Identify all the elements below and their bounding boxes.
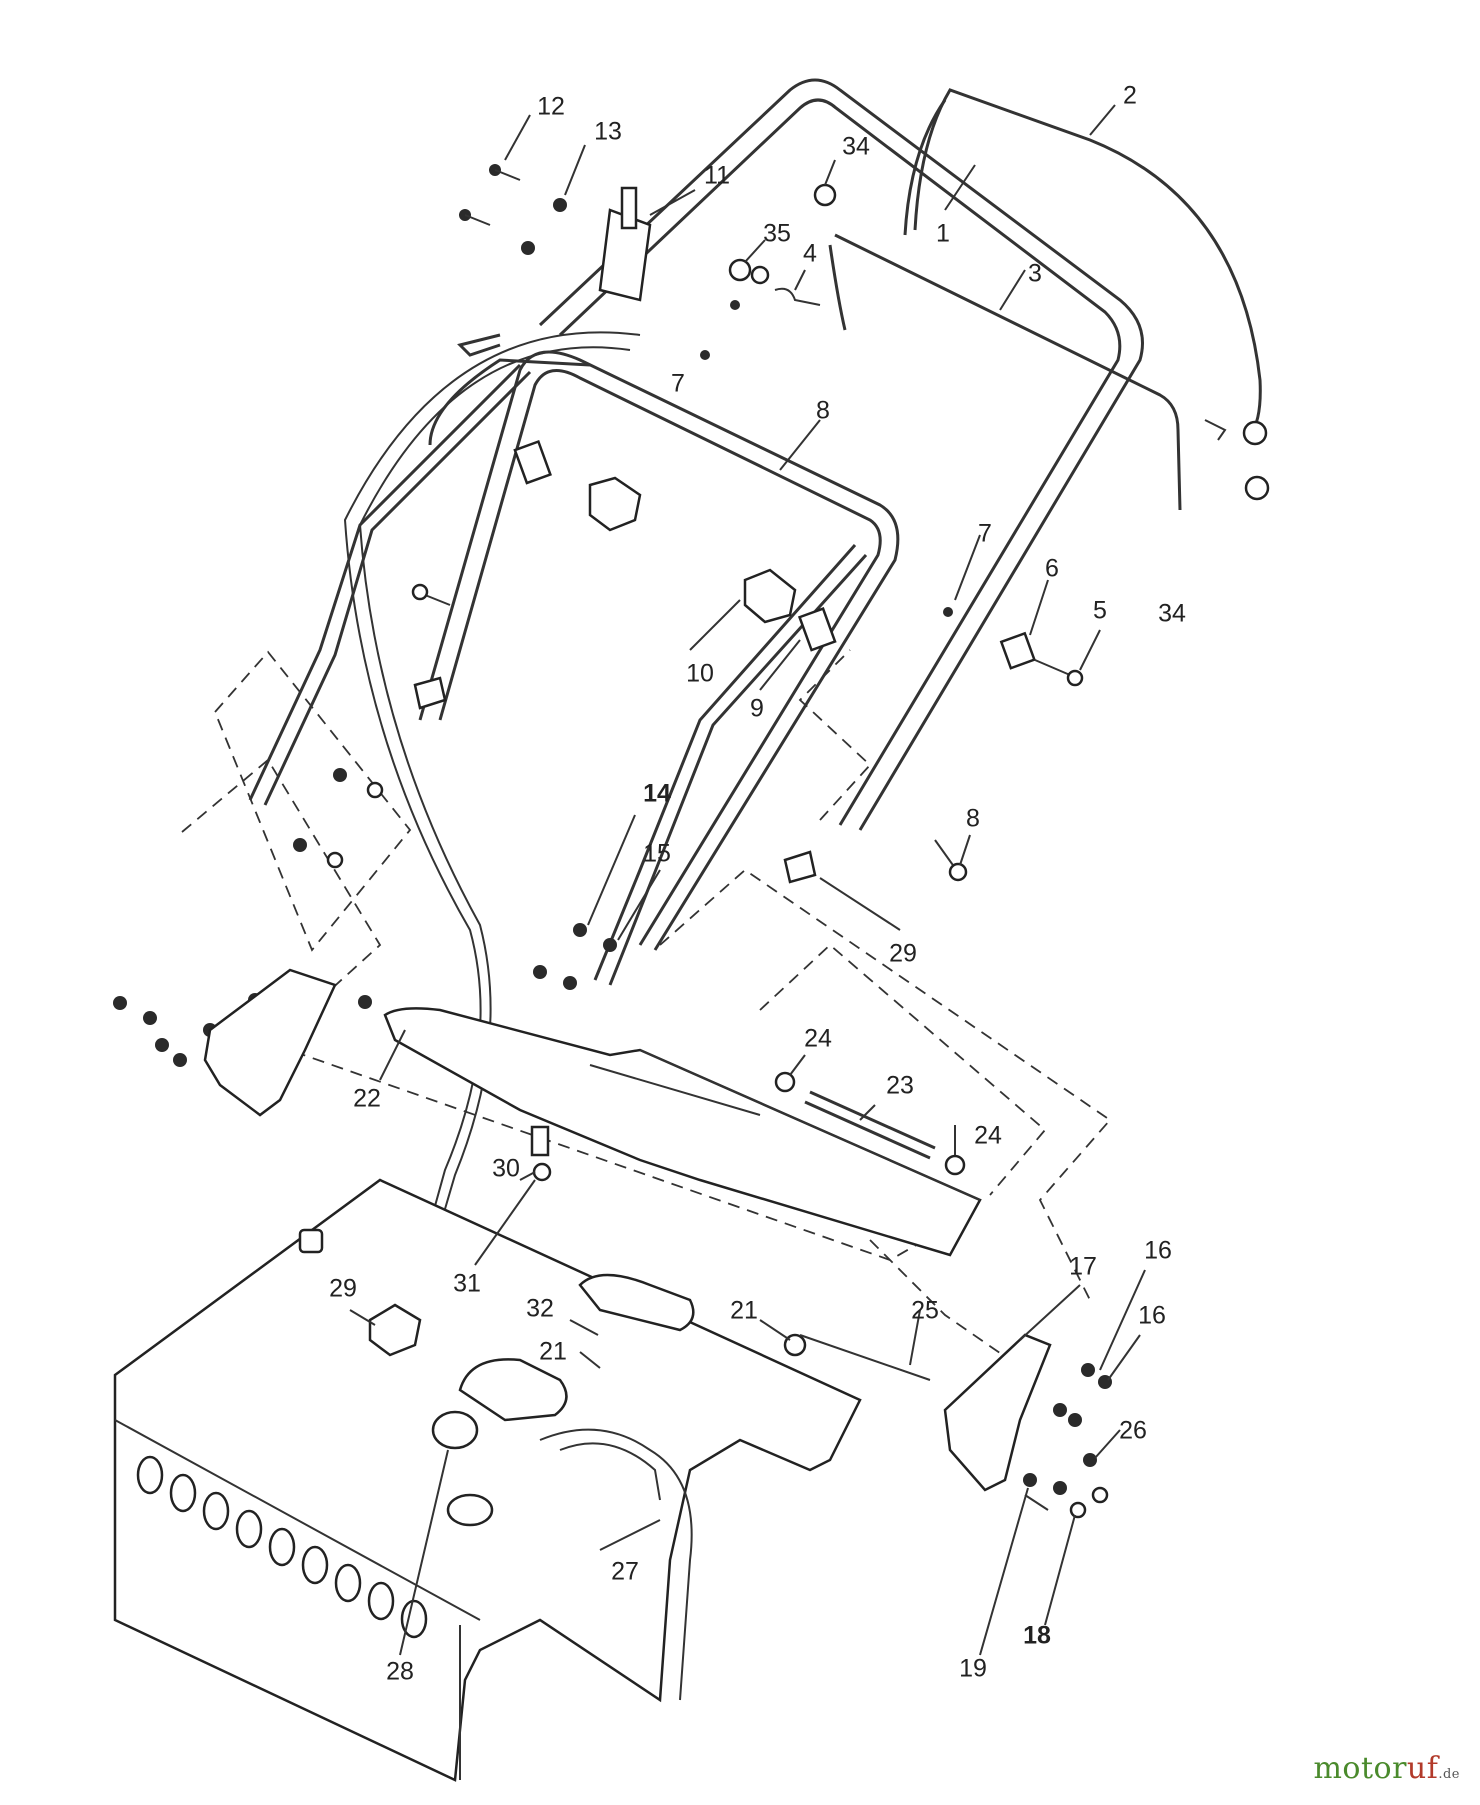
knob-upper (588, 476, 642, 532)
label-31: 31 (453, 1270, 481, 1298)
label-26: 26 (1119, 1417, 1147, 1445)
vent-slots (136, 1455, 428, 1639)
label-8: 8 (816, 397, 830, 425)
lower-handle-8 (418, 350, 900, 951)
label-20: 19 (959, 1655, 987, 1683)
label-4: 4 (803, 240, 817, 268)
label-3: 3 (1028, 260, 1042, 288)
lever-handle (620, 186, 638, 230)
label-12: 11 (704, 162, 730, 190)
label-16-left: 15 (643, 840, 671, 868)
right-handle-arm (593, 544, 868, 986)
cap-33 (783, 850, 817, 884)
logo-accent: uf (1406, 1751, 1439, 1786)
cap-28 (431, 1410, 479, 1450)
housing-27 (113, 1178, 862, 1782)
bail-bar-2 (903, 88, 1262, 436)
bolt-5 (1066, 669, 1084, 687)
leader-lines (349, 104, 1146, 1656)
logo-tld: .de (1438, 1767, 1460, 1782)
label-2: 2 (1123, 82, 1137, 110)
clamp-10 (797, 607, 837, 652)
washer-24-left (774, 1071, 796, 1093)
label-32: 32 (526, 1295, 554, 1323)
label-14: 13 (594, 118, 622, 146)
label-16-right: 16 (1144, 1237, 1172, 1265)
label-13: 12 (537, 93, 565, 121)
bracket-bolt-guide (869, 1239, 1011, 1361)
label-19: 18 (1023, 1622, 1051, 1650)
label-1: 1 (936, 220, 950, 248)
label-25: 25 (911, 1297, 939, 1325)
washer-31 (532, 1162, 552, 1182)
label-9: 8 (966, 805, 980, 833)
label-11: 10 (686, 660, 714, 688)
washer-16 (603, 938, 617, 952)
label-7-upper: 7 (671, 370, 685, 398)
upper-handle-1 (457, 78, 1144, 831)
label-23: 23 (886, 1072, 914, 1100)
label-21-left: 21 (539, 1338, 567, 1366)
pin-9 (948, 862, 968, 882)
label-10: 9 (750, 695, 764, 723)
label-15: 14 (643, 780, 671, 808)
handle-slot (458, 1358, 568, 1422)
label-28: 28 (386, 1658, 414, 1686)
label-22: 22 (353, 1085, 381, 1113)
label-18: 17 (1069, 1253, 1097, 1281)
left-mount-bracket (203, 968, 337, 1117)
bolt-15 (573, 923, 587, 937)
knob-29 (368, 1303, 422, 1357)
label-7-lower: 7 (978, 520, 992, 548)
label-29: 29 (329, 1275, 357, 1303)
label-24-upper: 24 (804, 1025, 832, 1053)
washer-14 (553, 198, 567, 212)
axle-23 (809, 1090, 936, 1150)
label-6: 6 (1045, 555, 1059, 583)
rod-25 (799, 1334, 931, 1381)
control-rod-3 (828, 233, 1182, 511)
left-lower-guide (181, 758, 382, 1041)
left-bracket-guide (214, 650, 412, 952)
label-35: 35 (763, 220, 791, 248)
label-34-upper: 34 (842, 133, 870, 161)
spring-4 (774, 287, 821, 306)
part-labels: 2 12 13 34 11 1 35 4 3 7 8 7 6 34 5 10 9… (329, 82, 1186, 1686)
right-mount-bracket-18 (943, 1333, 1052, 1492)
axle-guide (759, 943, 1047, 1196)
nut-35 (728, 258, 752, 282)
label-30: 30 (492, 1155, 520, 1183)
nut-34-lower (1244, 475, 1270, 501)
mount-slot (578, 1273, 695, 1332)
nut-34-upper (813, 183, 837, 207)
washer-24-right (944, 1154, 966, 1176)
label-24-lower: 24 (974, 1122, 1002, 1150)
left-handle-arm (248, 363, 532, 806)
motoruf-logo: motoruf.de (1313, 1751, 1460, 1786)
label-21-right: 21 (730, 1297, 758, 1325)
logo-main: motor (1313, 1751, 1407, 1786)
label-5: 5 (1093, 597, 1107, 625)
spacer-6 (999, 631, 1036, 670)
label-17: 16 (1138, 1302, 1166, 1330)
label-34-lower: 34 (1158, 600, 1186, 628)
label-33: 29 (889, 940, 917, 968)
clamp-upper (513, 439, 552, 485)
cap-left (413, 676, 447, 710)
label-27: 27 (611, 1558, 639, 1586)
bolt-30 (530, 1125, 550, 1157)
knob-11 (743, 568, 797, 624)
tine-shaft-22 (383, 1007, 982, 1257)
